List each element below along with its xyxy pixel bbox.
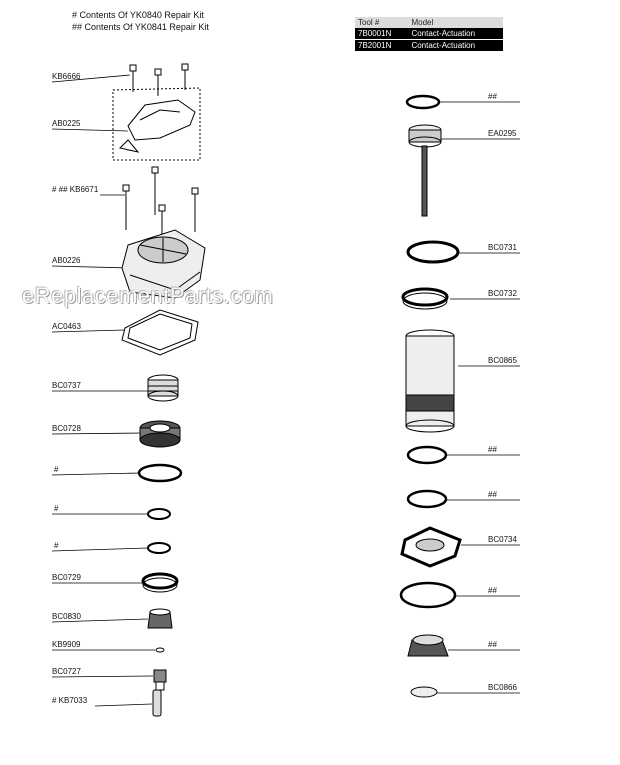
bc0727-part bbox=[153, 669, 167, 691]
label-hash-hash-2: ## bbox=[488, 445, 497, 454]
right-nut bbox=[407, 634, 449, 657]
ab0226-head bbox=[121, 229, 206, 299]
bc0737-part bbox=[147, 374, 179, 402]
tool-model-table: Tool # Model 7B0001N Contact-Actuation 7… bbox=[355, 17, 503, 51]
tool-table-header: Tool # Model bbox=[355, 17, 503, 28]
bc0865-cylinder bbox=[405, 329, 455, 433]
label-bc0727: BC0727 bbox=[52, 667, 81, 676]
label-ea0295: EA0295 bbox=[488, 129, 517, 138]
label-bc0734: BC0734 bbox=[488, 535, 517, 544]
ac0463-gasket bbox=[121, 309, 199, 356]
label-kb7033: # KB7033 bbox=[52, 696, 88, 705]
label-bc0729: BC0729 bbox=[52, 573, 81, 582]
label-bc0830: BC0830 bbox=[52, 612, 81, 621]
watermark: eReplacementParts.com bbox=[22, 283, 274, 308]
right-o-ring-large bbox=[399, 581, 457, 609]
bc0866-cap bbox=[410, 686, 438, 698]
right-leader-lines bbox=[437, 101, 520, 694]
right-o-ring-mid bbox=[406, 445, 448, 465]
legend-yk0840: # Contents Of YK0840 Repair Kit bbox=[72, 10, 204, 20]
tool-number: 7B0001N bbox=[358, 29, 392, 38]
tool-number: 7B2001N bbox=[355, 39, 409, 51]
left-leader-lines bbox=[51, 74, 155, 707]
label-hash-2: # bbox=[54, 504, 59, 513]
kb9909-washer bbox=[155, 647, 165, 653]
bc0734-part bbox=[400, 526, 462, 568]
label-hash-hash-1: ## bbox=[488, 92, 497, 101]
bc0731-ring bbox=[406, 240, 460, 264]
label-bc0731: BC0731 bbox=[488, 243, 517, 252]
label-ab0225: AB0225 bbox=[52, 119, 81, 128]
label-bc0728: BC0728 bbox=[52, 424, 81, 433]
tool-header: Tool # bbox=[358, 18, 380, 27]
tool-model: Contact-Actuation bbox=[411, 29, 476, 38]
kb6666-screws bbox=[129, 63, 189, 96]
label-kb6666: KB6666 bbox=[52, 72, 81, 81]
right-o-ring-lower bbox=[406, 489, 448, 509]
kb6671-screws bbox=[122, 166, 199, 245]
label-bc0737: BC0737 bbox=[52, 381, 81, 390]
right-o-ring-top bbox=[405, 94, 441, 110]
label-hash-hash-3: ## bbox=[488, 490, 497, 499]
o-rings-left bbox=[137, 463, 183, 554]
label-bc0865: BC0865 bbox=[488, 356, 517, 365]
ea0295-piston bbox=[408, 124, 442, 217]
tool-row: 7B0001N Contact-Actuation bbox=[355, 28, 503, 40]
label-hash-1: # bbox=[54, 465, 59, 474]
bc0729-part bbox=[141, 572, 179, 593]
bc0830-nut bbox=[147, 608, 173, 629]
label-ab0226: AB0226 bbox=[52, 256, 81, 265]
tool-model: Contact-Actuation bbox=[408, 39, 503, 51]
ab0225-cover bbox=[112, 87, 201, 161]
label-kb9909: KB9909 bbox=[52, 640, 81, 649]
tool-row: 7B2001N Contact-Actuation bbox=[355, 39, 503, 51]
model-header: Model bbox=[411, 18, 434, 27]
bc0728-part bbox=[139, 420, 181, 448]
bc0732-part bbox=[401, 287, 449, 310]
label-hash-hash-5: ## bbox=[488, 640, 497, 649]
label-bc0732: BC0732 bbox=[488, 289, 517, 298]
label-hash-hash-4: ## bbox=[488, 586, 497, 595]
label-hash-3: # bbox=[54, 541, 59, 550]
kb7033-bolt bbox=[152, 689, 162, 717]
label-bc0866: BC0866 bbox=[488, 683, 517, 692]
label-ac0463: AC0463 bbox=[52, 322, 81, 331]
legend-yk0841: ## Contents Of YK0841 Repair Kit bbox=[72, 22, 209, 32]
label-kb6671: # ## KB6671 bbox=[52, 185, 99, 194]
